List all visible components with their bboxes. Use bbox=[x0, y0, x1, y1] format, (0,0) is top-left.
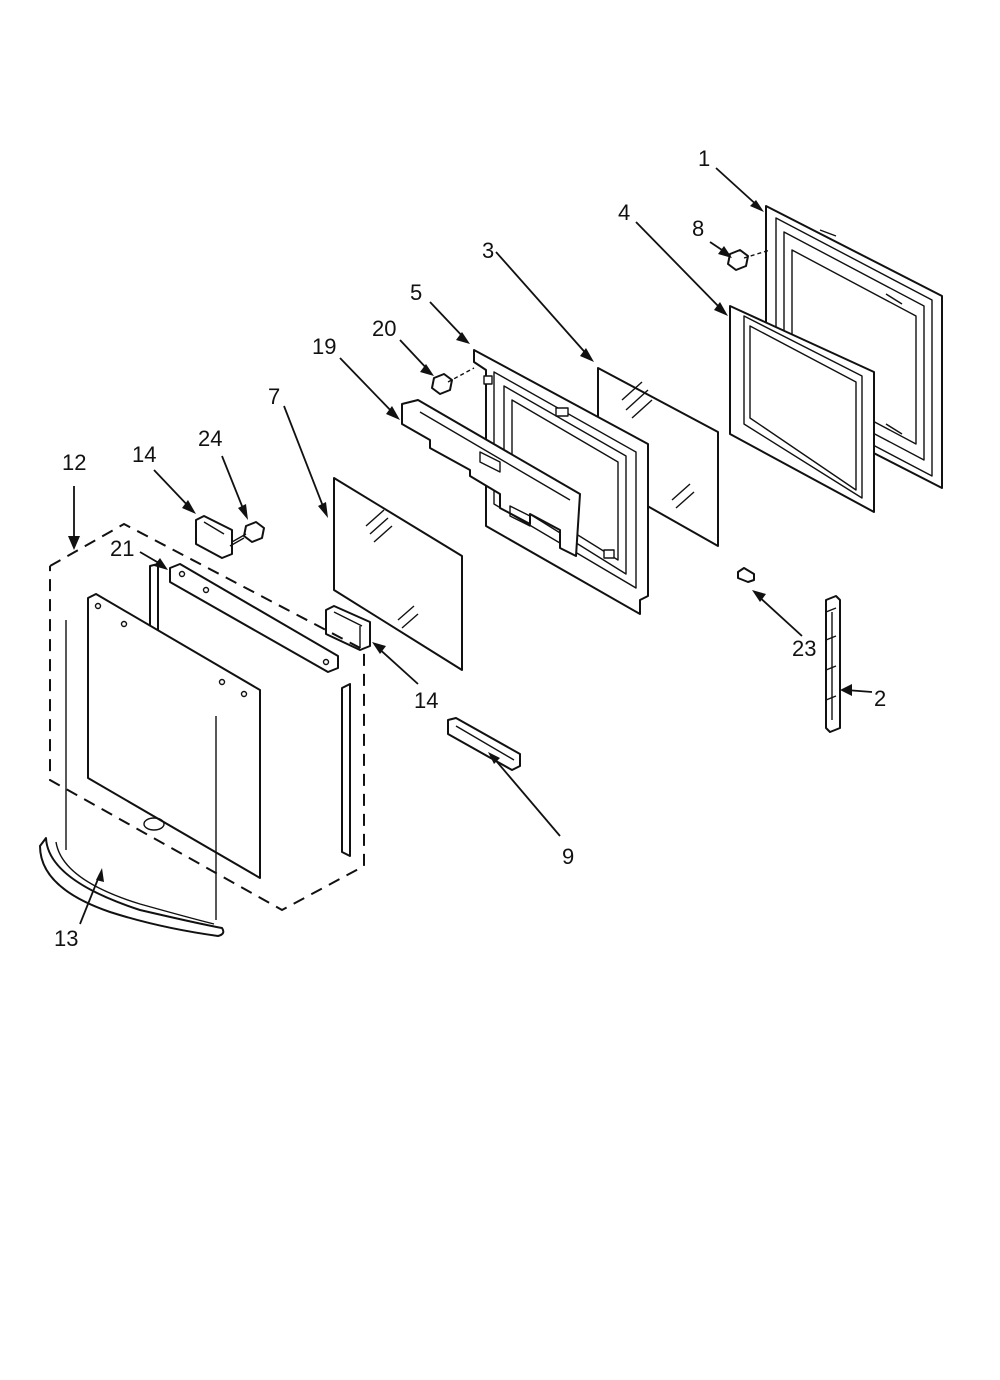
callout-12: 12 bbox=[62, 450, 86, 475]
callout-23: 23 bbox=[792, 636, 816, 661]
callout-4: 4 bbox=[618, 200, 630, 225]
callout-14-upper: 14 bbox=[132, 442, 156, 467]
callout-19: 19 bbox=[312, 334, 336, 359]
part-14-bracket-lower bbox=[325, 605, 371, 651]
part-13-handle bbox=[39, 837, 225, 937]
callout-9: 9 bbox=[562, 844, 574, 869]
callout-7: 7 bbox=[268, 384, 280, 409]
part-24-screw bbox=[229, 521, 265, 547]
part-7-glass-panel bbox=[333, 477, 463, 671]
part-14-bracket-upper bbox=[195, 515, 233, 559]
part-4-inner-frame bbox=[729, 305, 875, 513]
part-12-door-assembly bbox=[49, 522, 365, 920]
part-8-screw bbox=[727, 249, 771, 271]
part-20-screw bbox=[431, 367, 475, 395]
callout-24: 24 bbox=[198, 426, 222, 451]
callout-1: 1 bbox=[698, 146, 710, 171]
callout-21: 21 bbox=[110, 536, 134, 561]
callout-3: 3 bbox=[482, 238, 494, 263]
part-2-hinge bbox=[825, 595, 841, 733]
callout-14-lower: 14 bbox=[414, 688, 438, 713]
leader-arrows bbox=[68, 167, 873, 925]
part-21-trim-bar bbox=[169, 563, 339, 673]
callout-8: 8 bbox=[692, 216, 704, 241]
callout-2: 2 bbox=[874, 686, 886, 711]
callout-13: 13 bbox=[54, 926, 78, 951]
part-19-shield bbox=[401, 399, 581, 557]
part-23-clip bbox=[737, 567, 755, 583]
callout-5: 5 bbox=[410, 280, 422, 305]
part-9-strip bbox=[447, 717, 521, 771]
callout-20: 20 bbox=[372, 316, 396, 341]
callout-labels: 1 4 8 3 5 20 19 7 24 14 12 21 14 9 13 23… bbox=[54, 146, 886, 951]
